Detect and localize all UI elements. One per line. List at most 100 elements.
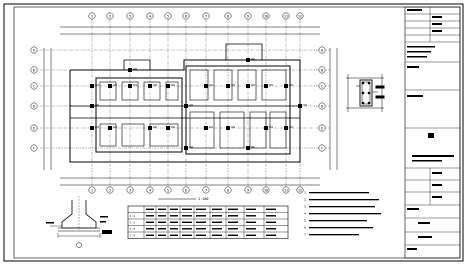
column-section-detail	[346, 74, 385, 112]
grid-label: 8	[227, 14, 229, 18]
foundation-schedule-table: J-1J-2J-3J-4	[127, 205, 289, 239]
note-line: 3.	[304, 205, 308, 209]
grid-bubble	[224, 12, 232, 20]
grid-label: 8	[227, 188, 229, 192]
column-marker	[226, 84, 230, 88]
grid-label: 3	[129, 14, 131, 18]
column-marker	[204, 126, 208, 130]
column-marker	[108, 84, 112, 88]
grid-bubble	[164, 186, 172, 194]
grid-label: 12	[298, 14, 302, 18]
grid-bubble	[126, 186, 134, 194]
grid-bubble	[182, 12, 190, 20]
column-marker	[166, 84, 170, 88]
table-cell: J-1	[130, 214, 136, 218]
grid-label: 10	[264, 188, 268, 192]
grid-lines	[40, 20, 330, 186]
note-line: 7.	[304, 233, 308, 237]
grid-label: A	[321, 48, 323, 52]
grid-bubble	[318, 144, 326, 152]
grid-label: F	[321, 146, 323, 150]
grid-label: E	[33, 126, 35, 130]
column-marker	[148, 84, 152, 88]
grid-label: 10	[264, 14, 268, 18]
grid-bubble	[106, 12, 114, 20]
grid-bubble	[30, 102, 38, 110]
note-line: 1.	[304, 191, 308, 195]
grid-bubble	[318, 46, 326, 54]
grid-bubble	[106, 186, 114, 194]
grid-bubble	[262, 186, 270, 194]
column-marker	[128, 84, 132, 88]
note-line: 5.	[304, 219, 308, 223]
note-line: 4.	[304, 212, 308, 216]
column-marker	[90, 84, 94, 88]
column-marker	[226, 126, 230, 130]
grid-label: 5	[167, 14, 169, 18]
column-markers	[90, 58, 307, 150]
column-marker	[128, 68, 132, 72]
grid-bubble	[202, 12, 210, 20]
general-notes: 1.2.3.4.5.6.7.	[304, 191, 381, 237]
column-marker	[184, 146, 188, 150]
column-marker	[184, 104, 188, 108]
grid-label: B	[321, 68, 323, 72]
grid-bubble	[88, 186, 96, 194]
column-marker	[204, 84, 208, 88]
column-marker	[284, 126, 288, 130]
grid-bubble	[318, 102, 326, 110]
grid-bubble	[244, 186, 252, 194]
footing-section-detail	[46, 196, 112, 248]
grid-bubble	[182, 186, 190, 194]
grid-label: F	[33, 146, 35, 150]
grid-bubble	[296, 186, 304, 194]
column-marker	[298, 104, 302, 108]
column-marker	[246, 84, 250, 88]
grid-bubble	[224, 186, 232, 194]
sheet-border	[3, 3, 464, 262]
column-marker	[246, 58, 250, 62]
table-cell: J-2	[130, 221, 136, 225]
grid-bubble	[318, 82, 326, 90]
grid-bubble	[88, 12, 96, 20]
grid-bubble	[164, 12, 172, 20]
grid-label: 12	[298, 188, 302, 192]
grid-label: 1	[91, 188, 93, 192]
column-marker	[284, 84, 288, 88]
column-marker	[90, 126, 94, 130]
grid-bubble	[318, 66, 326, 74]
grid-label: 4	[149, 14, 151, 18]
column-marker	[108, 126, 112, 130]
grid-bubble	[282, 12, 290, 20]
grid-bubble	[146, 12, 154, 20]
grid-bubble	[126, 12, 134, 20]
grid-label: 6	[185, 188, 187, 192]
grid-label: 3	[129, 188, 131, 192]
grid-label: 11	[284, 188, 288, 192]
grid-label: C	[33, 84, 35, 88]
grid-bubble	[30, 66, 38, 74]
inner-frame	[13, 6, 461, 259]
grid-bubble	[282, 186, 290, 194]
grid-bubble	[318, 124, 326, 132]
grid-label: D	[33, 104, 35, 108]
grid-label: B	[33, 68, 35, 72]
column-marker	[246, 146, 250, 150]
grid-bubble	[202, 186, 210, 194]
column-marker	[264, 126, 268, 130]
table-cell: J-4	[130, 234, 136, 238]
grid-bubble	[296, 12, 304, 20]
column-marker	[90, 104, 94, 108]
grid-bubble	[30, 144, 38, 152]
foundation-plan	[43, 26, 338, 186]
grid-bubble	[30, 124, 38, 132]
grid-label: E	[321, 126, 323, 130]
grid-label: 7	[205, 14, 207, 18]
grid-bubble	[30, 46, 38, 54]
plan-scale: 1:100	[198, 197, 209, 201]
grid-label: D	[321, 104, 323, 108]
grid-label: 9	[247, 188, 249, 192]
grid-label: 4	[149, 188, 151, 192]
